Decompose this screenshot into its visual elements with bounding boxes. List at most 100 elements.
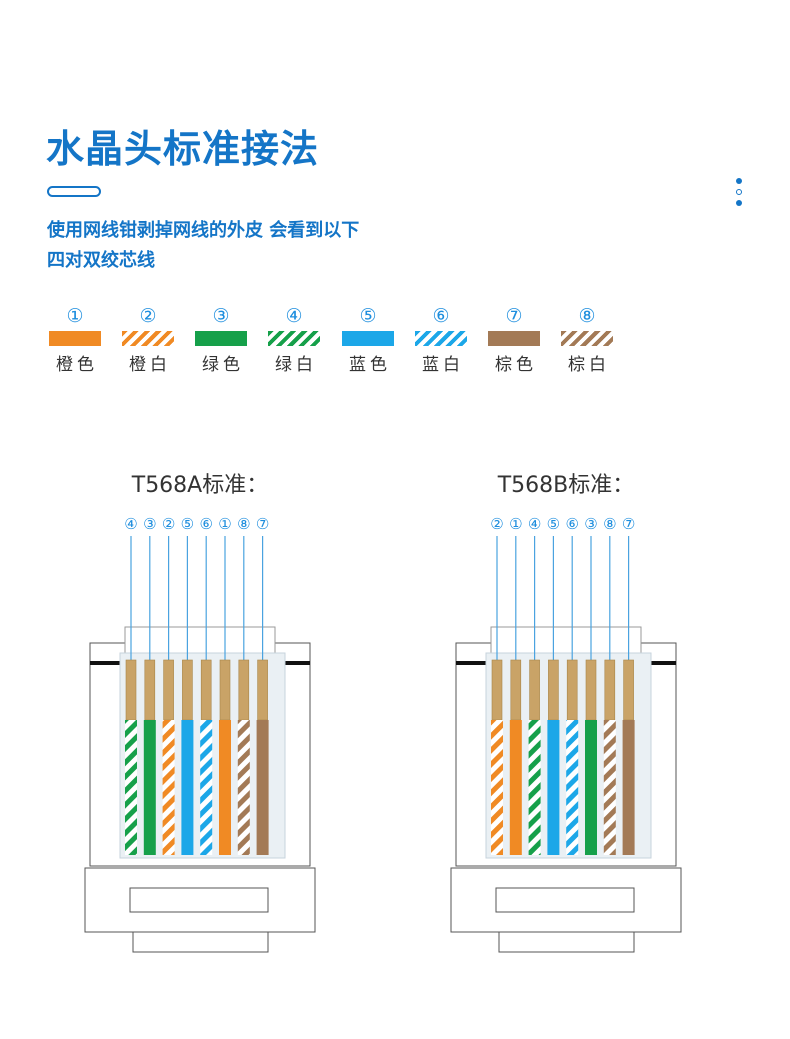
legend-swatch xyxy=(488,331,540,346)
dot-icon xyxy=(736,178,742,184)
pin-contact xyxy=(238,659,250,721)
legend-number: ⑥ xyxy=(432,305,450,327)
legend-item-3: ③ 绿色 xyxy=(191,305,251,375)
pin-contact xyxy=(548,659,559,721)
legend-swatch xyxy=(49,331,101,346)
pin-contact xyxy=(585,659,597,721)
pin-contact xyxy=(529,659,540,721)
pin-number-8: ⑧ xyxy=(237,515,250,533)
wire-3 xyxy=(143,720,156,855)
wire-1 xyxy=(509,720,522,855)
pin-contact xyxy=(125,659,137,721)
connector-boot xyxy=(84,867,316,933)
pin-number-4: ④ xyxy=(124,515,137,533)
pin-number-1: ① xyxy=(509,515,522,533)
description-line: 四对双绞芯线 xyxy=(47,250,155,271)
pin-number-2: ② xyxy=(490,515,503,533)
standard-title: T568B标准： xyxy=(497,473,635,498)
wire-8 xyxy=(603,720,616,855)
connector-boot xyxy=(450,867,682,933)
wire-8 xyxy=(237,720,250,855)
legend-label: 棕白 xyxy=(568,355,610,375)
pin-number-7: ⑦ xyxy=(256,515,269,533)
pin-contact xyxy=(219,659,231,721)
pin-number-3: ③ xyxy=(584,515,597,533)
wire-4 xyxy=(125,720,137,855)
wire-7 xyxy=(256,720,269,855)
legend-number: ② xyxy=(139,305,157,327)
legend-label: 橙色 xyxy=(56,355,98,375)
wire-7 xyxy=(622,720,635,855)
description-line: 使用网线钳剥掉网线的外皮 会看到以下 xyxy=(47,220,360,241)
pin-number-6: ⑥ xyxy=(565,515,578,533)
pin-number-5: ⑤ xyxy=(181,515,194,533)
legend-label: 橙白 xyxy=(129,355,171,375)
legend-item-8: ⑧ 棕白 xyxy=(557,305,617,375)
legend-label: 棕色 xyxy=(495,355,537,375)
pin-contact xyxy=(491,659,503,721)
wire-6 xyxy=(566,720,579,855)
connector-cable-exit xyxy=(498,931,635,953)
wire-2 xyxy=(491,720,503,855)
legend-number: ⑤ xyxy=(359,305,377,327)
pin-number-4: ④ xyxy=(528,515,541,533)
legend-swatch xyxy=(195,331,247,346)
wire-5 xyxy=(547,720,560,855)
pin-contact xyxy=(623,659,634,721)
pin-contact xyxy=(604,659,616,721)
connector-latch-window xyxy=(129,887,269,913)
wire-4 xyxy=(528,720,541,855)
pin-contact xyxy=(144,659,156,721)
legend-swatch xyxy=(122,331,174,346)
dot-icon xyxy=(736,189,742,195)
legend-item-6: ⑥ 蓝白 xyxy=(411,305,471,375)
pin-number-3: ③ xyxy=(143,515,156,533)
legend-swatch xyxy=(268,331,320,346)
legend-item-7: ⑦ 棕色 xyxy=(484,305,544,375)
pin-number-7: ⑦ xyxy=(622,515,635,533)
legend-swatch xyxy=(342,331,394,346)
legend-label: 蓝白 xyxy=(422,355,464,375)
wire-3 xyxy=(585,720,597,855)
pin-number-5: ⑤ xyxy=(547,515,560,533)
page-title: 水晶头标准接法 xyxy=(46,127,320,171)
legend-label: 蓝色 xyxy=(349,355,391,375)
pin-number-6: ⑥ xyxy=(199,515,212,533)
pin-contact xyxy=(257,659,268,721)
pin-number-8: ⑧ xyxy=(603,515,616,533)
legend-item-1: ① 橙色 xyxy=(45,305,105,375)
wire-1 xyxy=(219,720,231,855)
more-options-icon[interactable] xyxy=(736,178,744,211)
description: 使用网线钳剥掉网线的外皮 会看到以下 四对双绞芯线 xyxy=(47,216,467,276)
legend-item-5: ⑤ 蓝色 xyxy=(338,305,398,375)
connector-top-ridge xyxy=(124,626,276,654)
legend-label: 绿色 xyxy=(202,355,244,375)
pin-contact xyxy=(510,659,522,721)
legend-number: ① xyxy=(66,305,84,327)
legend-item-2: ② 橙白 xyxy=(118,305,178,375)
title-underline xyxy=(47,186,101,197)
connector-cable-exit xyxy=(132,931,269,953)
wire-2 xyxy=(162,720,175,855)
pin-number-2: ② xyxy=(162,515,175,533)
legend-number: ③ xyxy=(212,305,230,327)
dot-icon xyxy=(736,200,742,206)
legend-number: ⑦ xyxy=(505,305,523,327)
pin-contact xyxy=(200,659,212,721)
pin-contact xyxy=(566,659,578,721)
legend-swatch xyxy=(561,331,613,346)
pin-contact xyxy=(182,659,193,721)
wire-6 xyxy=(200,720,213,855)
standard-title: T568A标准： xyxy=(131,473,268,498)
legend-number: ⑧ xyxy=(578,305,596,327)
pin-number-1: ① xyxy=(218,515,231,533)
pin-contact xyxy=(163,659,174,721)
legend-label: 绿白 xyxy=(275,355,317,375)
legend-swatch xyxy=(415,331,467,346)
connector-top-ridge xyxy=(490,626,642,654)
